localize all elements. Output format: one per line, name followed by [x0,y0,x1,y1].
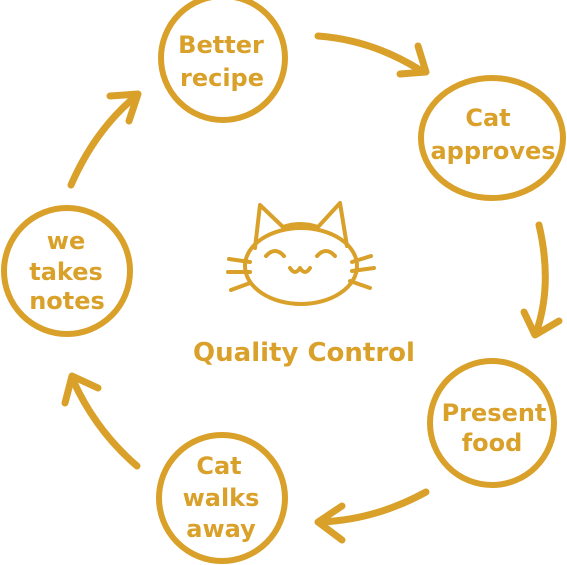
arrow-cat-walks-away-to-we-takes-notes [61,372,141,470]
node-label-line: Better [178,31,264,59]
cycle-arrows [61,32,563,544]
cat-face-icon [226,201,376,306]
node-label-line: Cat [196,452,241,480]
node-label-line: walks [183,484,260,512]
node-label-line: we [47,227,85,255]
node-we-takes-notes: we takes notes [1,205,133,337]
node-present-food: Present food [427,358,557,488]
node-label-line: Present [442,399,547,427]
node-label-line: approves [430,137,555,165]
node-label-line: notes [29,287,105,315]
node-better-recipe: Better recipe [158,0,288,123]
node-cat-walks-away: Cat walks away [156,432,288,564]
node-cat-approves: Cat approves [418,75,566,201]
node-label-line: recipe [180,64,264,92]
arrow-we-takes-notes-to-better-recipe [67,90,142,189]
arrow-present-food-to-cat-walks-away [314,488,430,544]
node-label-line: away [186,515,256,543]
center-title: Quality Control [193,338,415,368]
node-label-line: Cat [465,104,510,132]
node-label-line: food [462,429,523,457]
arrow-better-recipe-to-cat-approves [314,32,430,78]
node-label-line: takes [29,258,103,286]
arrow-cat-approves-to-present-food [520,221,563,339]
